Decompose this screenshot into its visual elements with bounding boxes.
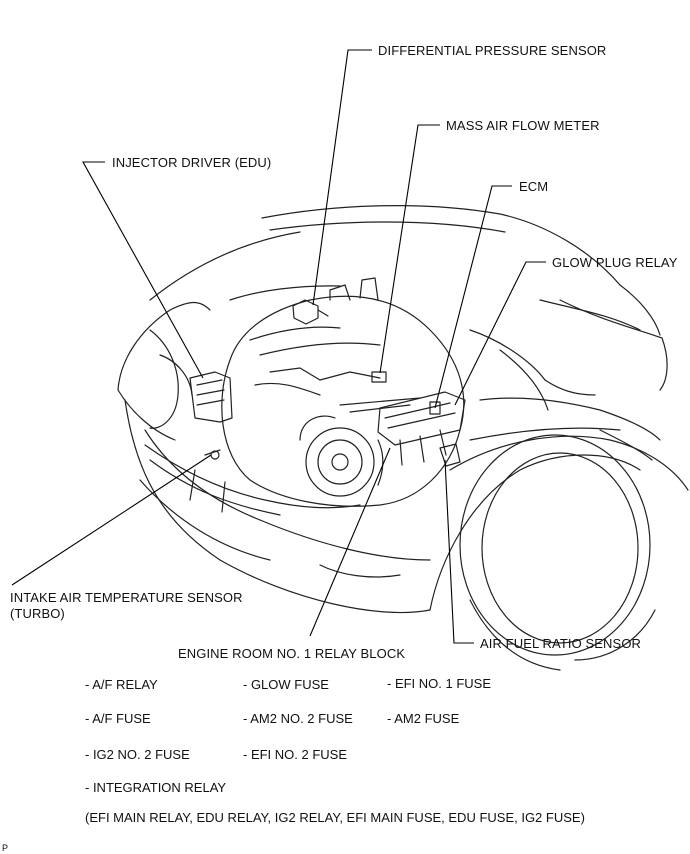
- list-item-integration-relay: - INTEGRATION RELAY: [85, 780, 227, 795]
- list-item-af-fuse: - A/F FUSE: [85, 711, 151, 726]
- label-ecm: ECM: [519, 179, 549, 194]
- list-item-af-relay: - A/F RELAY: [85, 677, 158, 692]
- list-item-glow-fuse: - GLOW FUSE: [243, 677, 329, 692]
- label-intake-air-temp-sensor: INTAKE AIR TEMPERATURE SENSOR: [10, 590, 243, 605]
- label-injector-driver: INJECTOR DRIVER (EDU): [112, 155, 272, 170]
- list-item-efi-no1-fuse: - EFI NO. 1 FUSE: [387, 676, 492, 691]
- label-air-fuel-ratio-sensor: AIR FUEL RATIO SENSOR: [480, 636, 642, 651]
- label-glow-plug-relay: GLOW PLUG RELAY: [552, 255, 678, 270]
- label-differential-pressure-sensor: DIFFERENTIAL PRESSURE SENSOR: [378, 43, 607, 58]
- list-item-am2-no2-fuse: - AM2 NO. 2 FUSE: [243, 711, 353, 726]
- label-intake-air-temp-sensor-suffix: (TURBO): [10, 606, 65, 621]
- list-item-efi-no2-fuse: - EFI NO. 2 FUSE: [243, 747, 348, 762]
- relay-block-note: (EFI MAIN RELAY, EDU RELAY, IG2 RELAY, E…: [85, 810, 585, 825]
- label-mass-air-flow-meter: MASS AIR FLOW METER: [446, 118, 600, 133]
- list-item-ig2-no2-fuse: - IG2 NO. 2 FUSE: [85, 747, 190, 762]
- label-engine-room-relay-block: ENGINE ROOM NO. 1 RELAY BLOCK: [178, 646, 406, 661]
- figure-code: P: [2, 843, 9, 853]
- list-item-am2-fuse: - AM2 FUSE: [387, 711, 460, 726]
